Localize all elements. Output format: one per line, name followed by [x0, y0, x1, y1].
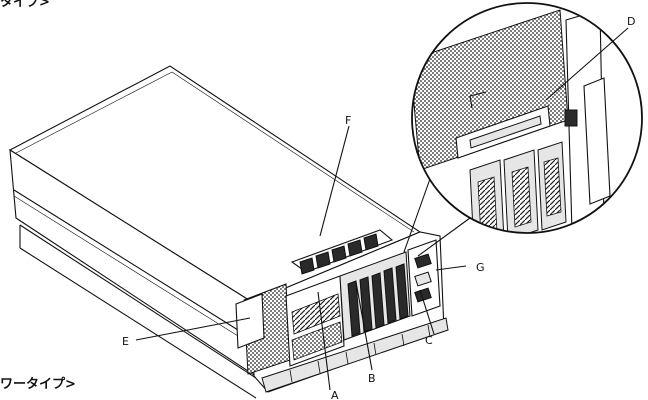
magnified-detail — [411, 2, 643, 234]
callout-a-label: A — [331, 389, 339, 400]
callout-leaders — [135, 27, 629, 391]
callout-f-label: F — [345, 114, 351, 127]
callout-g-label: G — [476, 261, 485, 274]
callout-d-label: D — [627, 15, 635, 28]
magnifier-line-lower — [417, 217, 471, 257]
header-bottom-text: ワータイプ> — [0, 377, 76, 392]
callout-e-label: E — [122, 335, 129, 348]
header-top-text: タイプ> — [0, 0, 50, 10]
callout-b-label: B — [368, 372, 376, 385]
server-chassis — [8, 65, 449, 399]
drive-bays — [339, 251, 411, 341]
top-cooling-modules — [290, 229, 394, 275]
magnifier-circle-outline — [411, 2, 643, 234]
callout-c-label: C — [425, 334, 433, 347]
control-panel — [407, 239, 441, 317]
